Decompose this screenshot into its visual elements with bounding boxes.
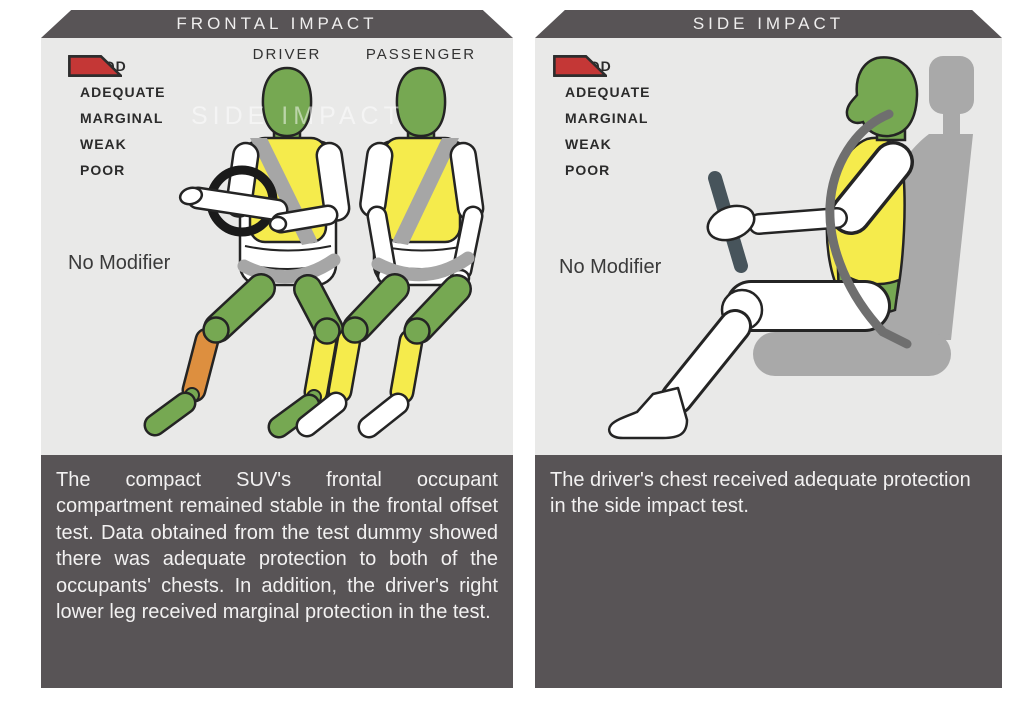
legend-label: ADEQUATE [565, 84, 651, 100]
rating-swatch-icon [553, 55, 607, 77]
rating-swatch-icon [68, 55, 122, 77]
side-impact-title: SIDE IMPACT [692, 14, 845, 33]
driver-dummy [143, 66, 351, 439]
side-impact-panel: SIDE IMPACT GOOD ADEQUATE MARGINAL WEAK … [535, 10, 1002, 688]
passenger-seatbelt [392, 138, 459, 245]
passenger-label: PASSENGER [365, 46, 477, 63]
legend-label: WEAK [80, 136, 127, 152]
rating-legend: GOOD ADEQUATE MARGINAL WEAK POOR [68, 55, 166, 181]
frontal-impact-panel: FRONTAL IMPACT GOOD ADEQUATE MARGINAL WE… [41, 10, 513, 688]
legend-row: WEAK [553, 55, 651, 155]
legend-row: WEAK [68, 55, 166, 155]
frontal-impact-title: FRONTAL IMPACT [176, 14, 378, 33]
frontal-dummies-figure [143, 66, 485, 439]
headrest [929, 56, 974, 114]
frontal-impact-header: FRONTAL IMPACT [41, 10, 513, 38]
frontal-modifier-text: No Modifier [68, 252, 171, 274]
side-impact-header: SIDE IMPACT [535, 10, 1002, 38]
driver-head [261, 66, 313, 138]
legend-label: POOR [565, 162, 611, 178]
legend-label: ADEQUATE [80, 84, 166, 100]
passenger-head [395, 66, 447, 138]
side-seatbelt [825, 109, 912, 349]
frontal-impact-description: The compact SUV's frontal occupant compa… [41, 455, 513, 688]
legend-row: MARGINAL [68, 55, 166, 129]
legend-row: ADEQUATE [68, 55, 166, 103]
driver-right-lower-leg [184, 330, 217, 400]
legend-label: MARGINAL [565, 110, 649, 126]
frontal-impact-body: GOOD ADEQUATE MARGINAL WEAK POOR DRIVER … [41, 38, 513, 455]
side-modifier-text: No Modifier [559, 256, 662, 278]
side-driver-dummy [607, 56, 919, 440]
legend-label: MARGINAL [80, 110, 164, 126]
legend-label: WEAK [565, 136, 612, 152]
legend-row: POOR [68, 55, 166, 181]
legend-row: POOR [553, 55, 651, 181]
passenger-dummy [295, 66, 485, 439]
driver-left-lower-leg [306, 331, 335, 402]
rating-legend: GOOD ADEQUATE MARGINAL WEAK POOR [553, 55, 651, 181]
legend-row: MARGINAL [553, 55, 651, 129]
side-impact-description: The driver's chest received adequate pro… [535, 455, 1002, 688]
side-impact-body: GOOD ADEQUATE MARGINAL WEAK POOR No Modi… [535, 38, 1002, 455]
side-dummy-figure [607, 56, 974, 440]
driver-label: DRIVER [252, 46, 322, 63]
legend-row: ADEQUATE [553, 55, 651, 103]
side-driver-head [845, 56, 919, 138]
legend-label: POOR [80, 162, 126, 178]
